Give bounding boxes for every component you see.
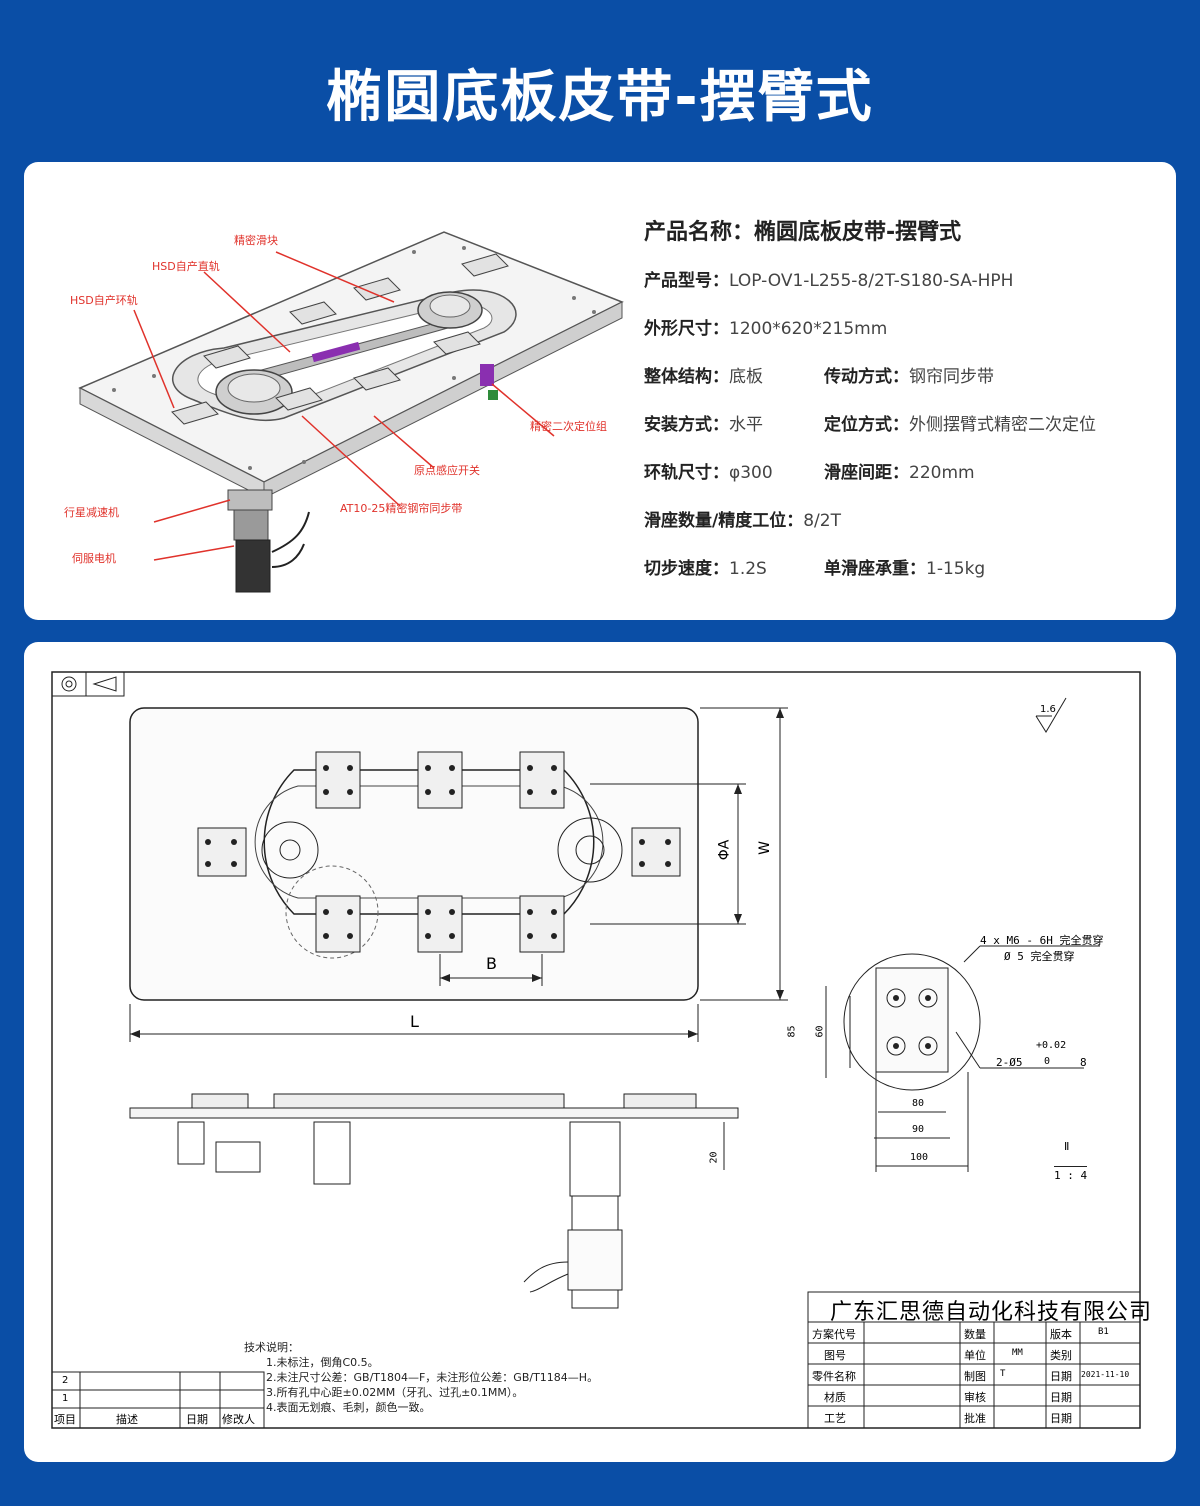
rev-row-1: 1	[62, 1393, 69, 1404]
tech-note: 2.未注尺寸公差：GB/T1804—F，未注形位公差：GB/T1184—H。	[266, 1371, 599, 1384]
spec-value: φ300	[729, 463, 773, 483]
spec-value: LOP-OV1-L255-8/2T-S180-SA-HPH	[729, 271, 1014, 291]
rev-row-2: 2	[62, 1375, 69, 1386]
tb-drawing-no: 图号	[824, 1349, 846, 1362]
tb-unit-value: MM	[1012, 1348, 1023, 1358]
product-name: 产品名称：椭圆底板皮带-摆臂式	[644, 214, 961, 246]
dim-w-label: W	[756, 841, 773, 855]
spec-ring: 环轨尺寸：φ300 滑座间距：220mm	[644, 458, 975, 483]
dim-100: 100	[910, 1152, 929, 1163]
roughness-value: 1.6	[1040, 704, 1056, 715]
detail-label: Ⅱ	[1064, 1140, 1070, 1153]
spec-label: 定位方式：	[824, 415, 909, 435]
spec-label: 滑座数量/精度工位：	[644, 511, 804, 531]
detail-scale: 1 : 4	[1054, 1166, 1088, 1182]
tb-process: 工艺	[824, 1412, 846, 1425]
spec-label: 环轨尺寸：	[644, 463, 729, 483]
company-name: 广东汇思德自动化科技有限公司	[830, 1300, 1153, 1325]
spec-value: 水平	[729, 415, 763, 435]
tb-plan-code: 方案代号	[812, 1328, 856, 1341]
tech-note: 3.所有孔中心距±0.02MM（牙孔、过孔±0.1MM）。	[266, 1386, 524, 1399]
dim-20: 20	[708, 1151, 720, 1164]
dim-90: 90	[912, 1124, 925, 1135]
tb-category: 类别	[1050, 1349, 1072, 1362]
callout-straight-rail: HSD自产直轨	[152, 260, 220, 273]
spec-count: 滑座数量/精度工位：8/2T	[644, 506, 841, 531]
callout-secondary-positioning: 精密二次定位组	[530, 420, 607, 433]
technical-drawing	[51, 671, 1141, 1429]
hole-note-2: Ø 5 完全贯穿	[1004, 950, 1075, 963]
hole-note-1: 4 x M6 - 6H 完全贯穿	[980, 934, 1104, 947]
tb-unit: 单位	[964, 1349, 986, 1362]
tech-title: 技术说明：	[244, 1341, 299, 1354]
dim-85: 85	[786, 1025, 798, 1038]
tech-note: 1.未标注，倒角C0.5。	[266, 1356, 379, 1369]
tb-date-value: 2021-11-10	[1081, 1370, 1130, 1379]
callout-reducer: 行星减速机	[64, 506, 119, 519]
dim-60: 60	[814, 1025, 826, 1038]
product-name-value: 椭圆底板皮带-摆臂式	[754, 220, 962, 245]
tb-part-name: 零件名称	[812, 1370, 856, 1383]
spec-speed: 切步速度：1.2S 单滑座承重：1-15kg	[644, 554, 985, 579]
page-title: 椭圆底板皮带-摆臂式	[326, 65, 874, 130]
dim-b-label: B	[486, 954, 497, 973]
product-illustration	[78, 231, 624, 593]
spec-label: 单滑座承重：	[824, 559, 926, 579]
tb-date-2: 日期	[1050, 1391, 1072, 1404]
callout-belt: AT10-25精密钢帘同步带	[340, 502, 463, 515]
tb-approve: 批准	[964, 1412, 986, 1425]
tb-version: 版本	[1050, 1328, 1072, 1341]
depth-note: 8	[1080, 1056, 1087, 1069]
tb-drawn: 制图	[964, 1370, 986, 1383]
spec-label: 外形尺寸：	[644, 319, 729, 339]
spec-label: 切步速度：	[644, 559, 729, 579]
spec-label: 安装方式：	[644, 415, 729, 435]
tb-version-value: B1	[1098, 1327, 1109, 1337]
tech-note: 4.表面无划痕、毛刺，颜色一致。	[266, 1401, 431, 1414]
spec-value: 1200*620*215mm	[729, 319, 888, 339]
spec-value: 8/2T	[803, 511, 841, 531]
tolerance-lower: 0	[1044, 1056, 1051, 1067]
spec-label: 传动方式：	[824, 367, 909, 387]
tb-check: 审核	[964, 1391, 986, 1404]
dim-a-label: ΦA	[716, 839, 733, 861]
callout-slider: 精密滑块	[234, 234, 278, 247]
tb-qty: 数量	[964, 1328, 986, 1341]
spec-label: 产品型号：	[644, 271, 729, 291]
spec-value: 1.2S	[729, 559, 767, 579]
spec-size: 外形尺寸：1200*620*215mm	[644, 314, 887, 339]
tb-date-3: 日期	[1050, 1412, 1072, 1425]
product-name-label: 产品名称：	[644, 220, 755, 245]
product-info-card: 精密滑块 HSD自产直轨 HSD自产环轨 精密二次定位组 原点感应开关 AT10…	[24, 162, 1176, 620]
spec-structure: 整体结构：底板 传动方式：钢帘同步带	[644, 362, 994, 387]
tb-drawn-value: T	[1000, 1369, 1006, 1379]
spec-value: 1-15kg	[926, 559, 986, 579]
callout-ring-rail: HSD自产环轨	[70, 294, 138, 307]
spec-value: 220mm	[909, 463, 975, 483]
rev-header-editor: 修改人	[222, 1413, 255, 1426]
spec-install: 安装方式：水平 定位方式：外侧摆臂式精密二次定位	[644, 410, 1096, 435]
tb-date: 日期	[1050, 1370, 1072, 1383]
technical-drawing-card: ΦA W L B 1.6 85 60 80 90 100 20 4 x M6 -…	[24, 642, 1176, 1462]
spec-label: 整体结构：	[644, 367, 729, 387]
spec-value: 外侧摆臂式精密二次定位	[909, 415, 1096, 435]
tb-material: 材质	[824, 1391, 846, 1404]
callout-origin-sensor: 原点感应开关	[414, 464, 480, 477]
dim-80: 80	[912, 1098, 925, 1109]
tolerance-upper: +0.02	[1036, 1040, 1067, 1051]
rev-header-desc: 描述	[116, 1413, 138, 1426]
callout-servo: 伺服电机	[72, 552, 116, 565]
rev-header-date: 日期	[186, 1413, 208, 1426]
spec-value: 钢帘同步带	[909, 367, 994, 387]
spec-model: 产品型号：LOP-OV1-L255-8/2T-S180-SA-HPH	[644, 266, 1013, 291]
dim-l-label: L	[410, 1012, 419, 1031]
pin-note: 2-Ø5	[996, 1056, 1023, 1069]
rev-header-item: 项目	[54, 1413, 76, 1426]
spec-label: 滑座间距：	[824, 463, 909, 483]
tech-notes: 技术说明： 1.未标注，倒角C0.5。 2.未注尺寸公差：GB/T1804—F，…	[244, 1340, 598, 1415]
spec-value: 底板	[729, 367, 763, 387]
